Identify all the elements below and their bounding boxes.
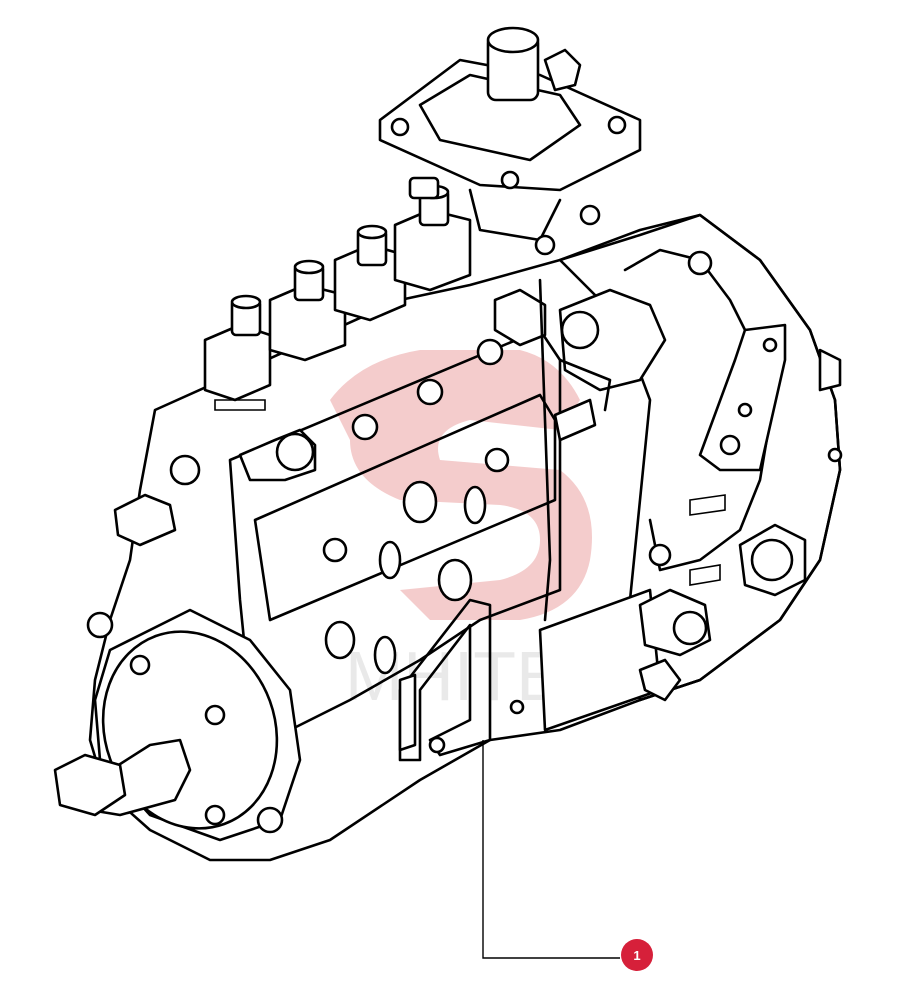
valve-holder-1 bbox=[203, 294, 272, 411]
bolt-front-2 bbox=[322, 537, 348, 563]
cap-side-fitting bbox=[543, 48, 582, 92]
cap-pin-top bbox=[486, 26, 540, 54]
callout-1: 1 bbox=[482, 740, 653, 971]
port-6 bbox=[373, 635, 397, 675]
adjustment-link bbox=[398, 278, 612, 762]
cap-stem bbox=[468, 188, 562, 242]
cap-screw-right bbox=[607, 115, 627, 135]
delivery-valve-holders bbox=[203, 176, 472, 411]
housing-outline bbox=[88, 213, 842, 862]
port-5 bbox=[324, 620, 356, 660]
top-cap-assembly bbox=[378, 26, 642, 242]
link-slot bbox=[398, 673, 417, 752]
shaft-nut bbox=[53, 753, 127, 817]
cap-screw-left bbox=[390, 117, 410, 137]
callout-leader-line bbox=[482, 740, 620, 959]
watermark-logo-shape bbox=[330, 350, 592, 620]
bolt-front-1 bbox=[484, 447, 510, 473]
port-2 bbox=[463, 485, 487, 525]
front-details bbox=[113, 338, 510, 675]
port-1 bbox=[402, 480, 438, 524]
port-4 bbox=[437, 558, 473, 602]
plug-1 bbox=[351, 413, 379, 441]
plug-3 bbox=[476, 338, 504, 366]
plug-2 bbox=[416, 378, 444, 406]
valve-holder-4 bbox=[393, 176, 472, 292]
valve-holder-3 bbox=[333, 224, 407, 322]
governor-details bbox=[493, 204, 843, 732]
governor-bracket bbox=[698, 323, 787, 472]
governor-housing bbox=[558, 213, 842, 702]
watermark-logo bbox=[330, 350, 592, 620]
cap-square bbox=[418, 73, 582, 162]
drive-flange bbox=[53, 608, 302, 842]
callout-label: 1 bbox=[633, 948, 640, 963]
port-3 bbox=[378, 540, 402, 580]
valve-holder-2 bbox=[268, 259, 347, 362]
cap-screw-front bbox=[500, 170, 520, 190]
link-bracket bbox=[398, 598, 492, 762]
side-cover-plate bbox=[253, 393, 557, 622]
callout-marker[interactable] bbox=[621, 939, 653, 971]
